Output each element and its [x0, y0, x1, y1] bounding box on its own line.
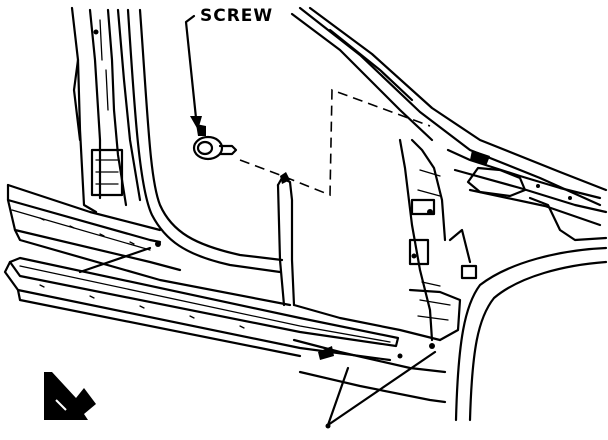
molding-leader-lines: [78, 246, 437, 429]
front-pillar: [70, 6, 142, 214]
screw-leader-line: [184, 14, 202, 130]
screw-callout-label: SCREW: [200, 6, 274, 26]
alignment-dashed-line: [239, 88, 431, 197]
quarter-panel-structure: [290, 6, 608, 422]
lower-right-sill: [292, 288, 462, 404]
center-pillar: [276, 172, 296, 307]
rocker-panel: [6, 183, 292, 307]
door-opening-edge: [126, 8, 284, 274]
screw-fastener: [192, 124, 238, 161]
front-direction-arrow-icon: [44, 372, 96, 420]
rocker-molding: [3, 256, 400, 362]
